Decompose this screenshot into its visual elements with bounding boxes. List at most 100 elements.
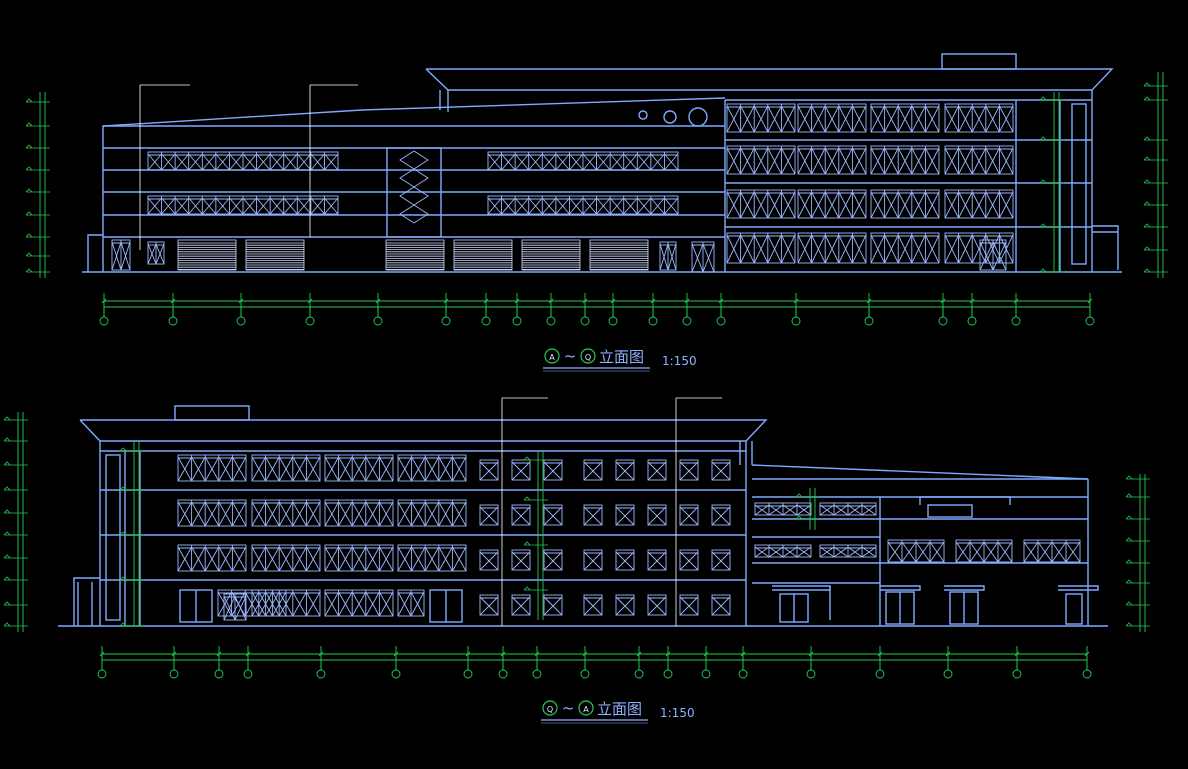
window-cross	[897, 234, 913, 264]
window	[797, 145, 867, 175]
window-cross	[811, 191, 826, 219]
level-triangle	[523, 456, 531, 461]
level-triangle	[25, 188, 33, 193]
dimension-tick	[665, 651, 671, 657]
window	[324, 544, 394, 572]
gridline-circle	[791, 316, 801, 326]
window-cross	[811, 147, 826, 175]
window-cross	[915, 541, 931, 563]
window-cross	[365, 456, 380, 482]
dimension-tick	[238, 298, 244, 304]
shutter-frame	[521, 239, 581, 271]
window-frame	[711, 594, 731, 616]
level-triangle	[1143, 201, 1151, 206]
window-cross	[147, 153, 162, 171]
gridline-circle	[532, 669, 542, 679]
window	[819, 544, 877, 558]
curtain-wall-panel	[399, 150, 429, 170]
level-triangle	[25, 98, 33, 103]
dimension-tick	[101, 298, 107, 304]
gridline-circle	[608, 316, 618, 326]
window	[543, 549, 563, 571]
gridline-bubble	[580, 307, 590, 326]
window-cross	[379, 591, 394, 617]
window-cross	[659, 243, 669, 271]
window-cross	[911, 234, 926, 264]
window-cross	[188, 153, 203, 171]
window-cross	[781, 105, 796, 133]
dimension-tick	[1084, 651, 1090, 657]
window-cross	[583, 551, 603, 571]
window-cross	[424, 501, 440, 527]
gridline-bubble	[967, 307, 977, 326]
window	[583, 549, 603, 571]
window-cross	[897, 191, 913, 219]
gridline-circle	[463, 669, 473, 679]
dimension-tick	[514, 298, 520, 304]
window-cross	[740, 191, 755, 219]
level-triangle	[1125, 622, 1133, 627]
roller-shutter	[177, 239, 237, 271]
elevation-top-title-tilde: ~	[564, 347, 577, 365]
gridline-bubble	[168, 307, 178, 326]
elevation-bottom-title-text: 立面图	[597, 700, 642, 718]
window-cross	[365, 501, 380, 527]
elevation-top-title-left: A	[549, 353, 555, 362]
window-cross	[256, 197, 271, 215]
window-cross	[204, 456, 220, 482]
dimension-tick	[582, 298, 588, 304]
window-cross	[397, 501, 412, 527]
window-cross	[218, 456, 233, 482]
gridline-bubble	[373, 307, 383, 326]
window	[726, 232, 796, 264]
window-frame	[397, 454, 467, 482]
gridline-bubble	[682, 307, 692, 326]
window-cross	[410, 591, 425, 617]
window	[726, 145, 796, 175]
window-cross	[999, 191, 1014, 219]
window-cross	[838, 105, 853, 133]
window	[397, 544, 467, 572]
window-cross	[217, 591, 232, 617]
dimension-tick	[171, 651, 177, 657]
window-cross	[925, 147, 940, 175]
window-cross	[753, 105, 769, 133]
window-frame	[679, 504, 699, 526]
window-cross	[887, 541, 903, 563]
shutter-frame	[589, 239, 649, 271]
window-frame	[870, 189, 940, 219]
dimension-tick	[318, 651, 324, 657]
window-cross	[251, 456, 266, 482]
window-cross	[870, 147, 885, 175]
level-triangle	[119, 447, 127, 452]
window-frame	[324, 589, 394, 617]
window-cross	[971, 147, 987, 175]
window-frame	[679, 594, 699, 616]
gridline-bubble	[1082, 660, 1092, 679]
dimension-tick	[650, 298, 656, 304]
elevation-bottom-outline	[58, 405, 1108, 627]
window-cross	[647, 461, 667, 481]
gridline-bubble	[391, 660, 401, 679]
level-triangle	[795, 493, 803, 498]
window-frame	[647, 594, 667, 616]
window-frame	[479, 594, 499, 616]
elevation-top-scale: 1:150	[662, 354, 697, 368]
window-cross	[647, 551, 667, 571]
dimension-tick	[582, 651, 588, 657]
window-cross	[636, 197, 652, 215]
gridline-circle	[97, 669, 107, 679]
elevation-top-leaders	[139, 84, 358, 250]
window-frame	[251, 499, 321, 527]
level-triangle	[1143, 179, 1151, 184]
gridline-bubble	[316, 660, 326, 679]
window-cross	[767, 191, 782, 219]
window-cross	[623, 153, 638, 171]
window-frame	[583, 504, 603, 526]
window-cross	[796, 546, 812, 558]
window-cross	[397, 591, 412, 617]
window-cross	[702, 243, 715, 273]
window-cross	[155, 243, 165, 265]
window-cross	[177, 546, 192, 572]
window-cross	[201, 153, 217, 171]
